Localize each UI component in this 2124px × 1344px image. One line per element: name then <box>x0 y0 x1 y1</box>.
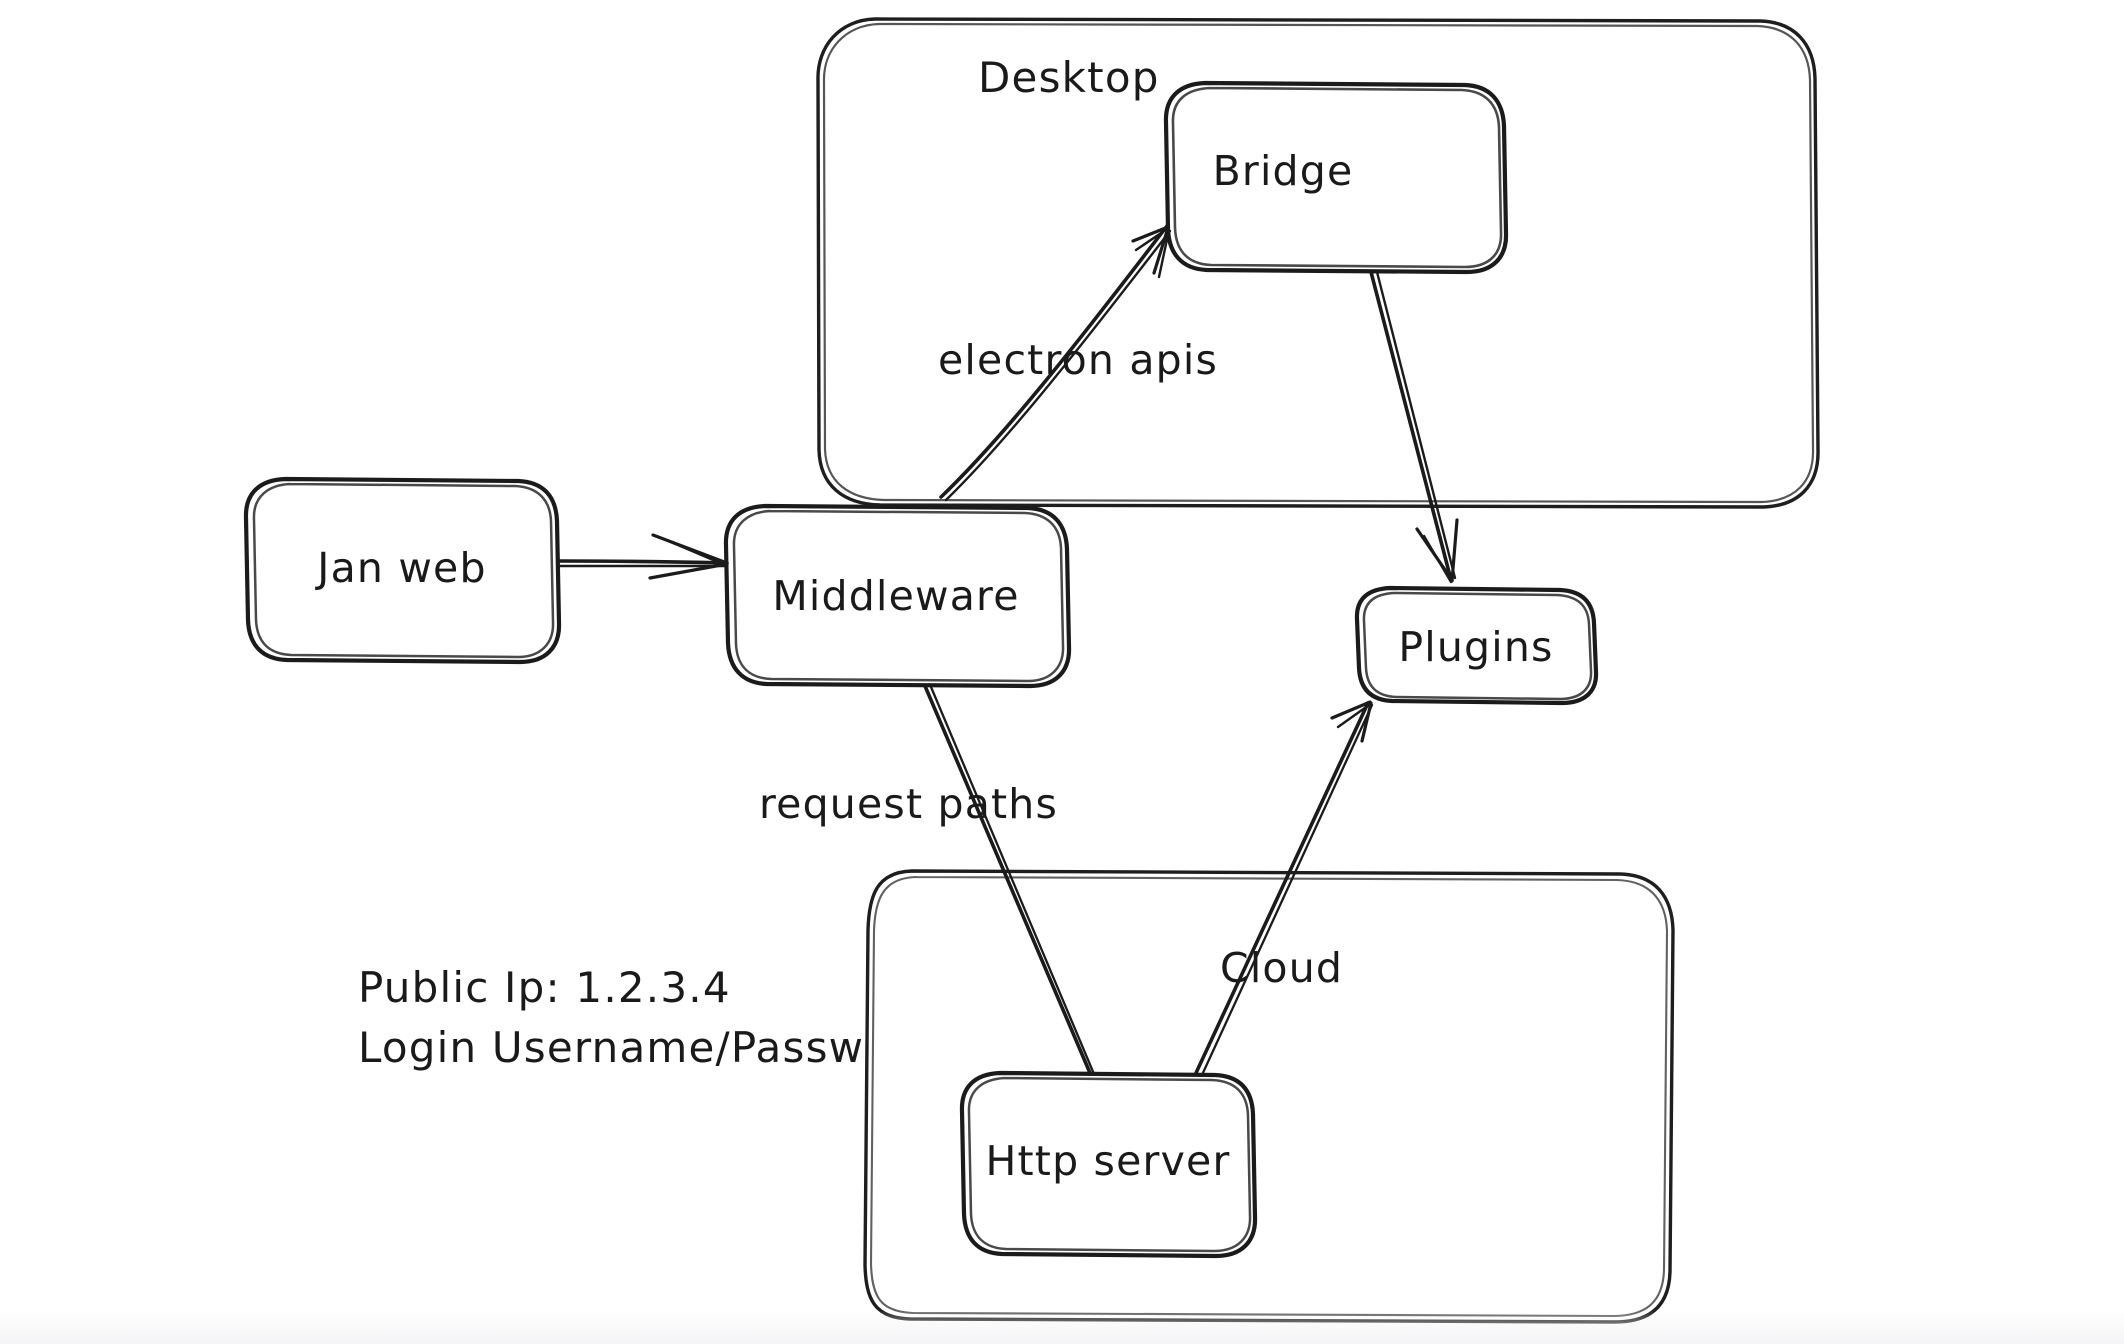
container-cloud <box>863 869 1675 1324</box>
edge-httpserver-to-plugins: Cloud <box>1194 700 1374 1077</box>
edge-janweb-to-middleware <box>557 533 729 580</box>
node-plugins[interactable]: Plugins <box>1354 585 1599 706</box>
edge-middleware-to-httpserver: request paths <box>759 684 1096 1076</box>
node-http-server-label: Http server <box>985 1137 1230 1185</box>
node-bridge[interactable]: Bridge <box>1163 80 1509 275</box>
edge-label-electron-apis: electron apis <box>938 336 1218 384</box>
edge-bridge-to-plugins <box>1369 270 1459 584</box>
note-public-ip: Public Ip: 1.2.3.4 <box>358 963 731 1012</box>
node-jan-web[interactable]: Jan web <box>243 476 562 665</box>
container-desktop-label: Desktop <box>978 53 1160 102</box>
notes-block: Public Ip: 1.2.3.4 Login Username/Passwo… <box>358 963 937 1072</box>
node-jan-web-label: Jan web <box>314 544 486 592</box>
container-desktop: Desktop <box>816 17 1820 509</box>
edge-middleware-to-bridge: electron apis <box>938 224 1218 502</box>
node-bridge-label: Bridge <box>1213 147 1354 195</box>
node-plugins-label: Plugins <box>1398 623 1553 671</box>
edge-label-cloud: Cloud <box>1220 944 1343 992</box>
edge-label-request-paths: request paths <box>759 780 1058 828</box>
node-middleware[interactable]: Middleware <box>723 503 1072 689</box>
note-login: Login Username/Password <box>358 1023 937 1072</box>
node-http-server[interactable]: Http server <box>959 1070 1258 1259</box>
node-middleware-label: Middleware <box>772 572 1019 620</box>
